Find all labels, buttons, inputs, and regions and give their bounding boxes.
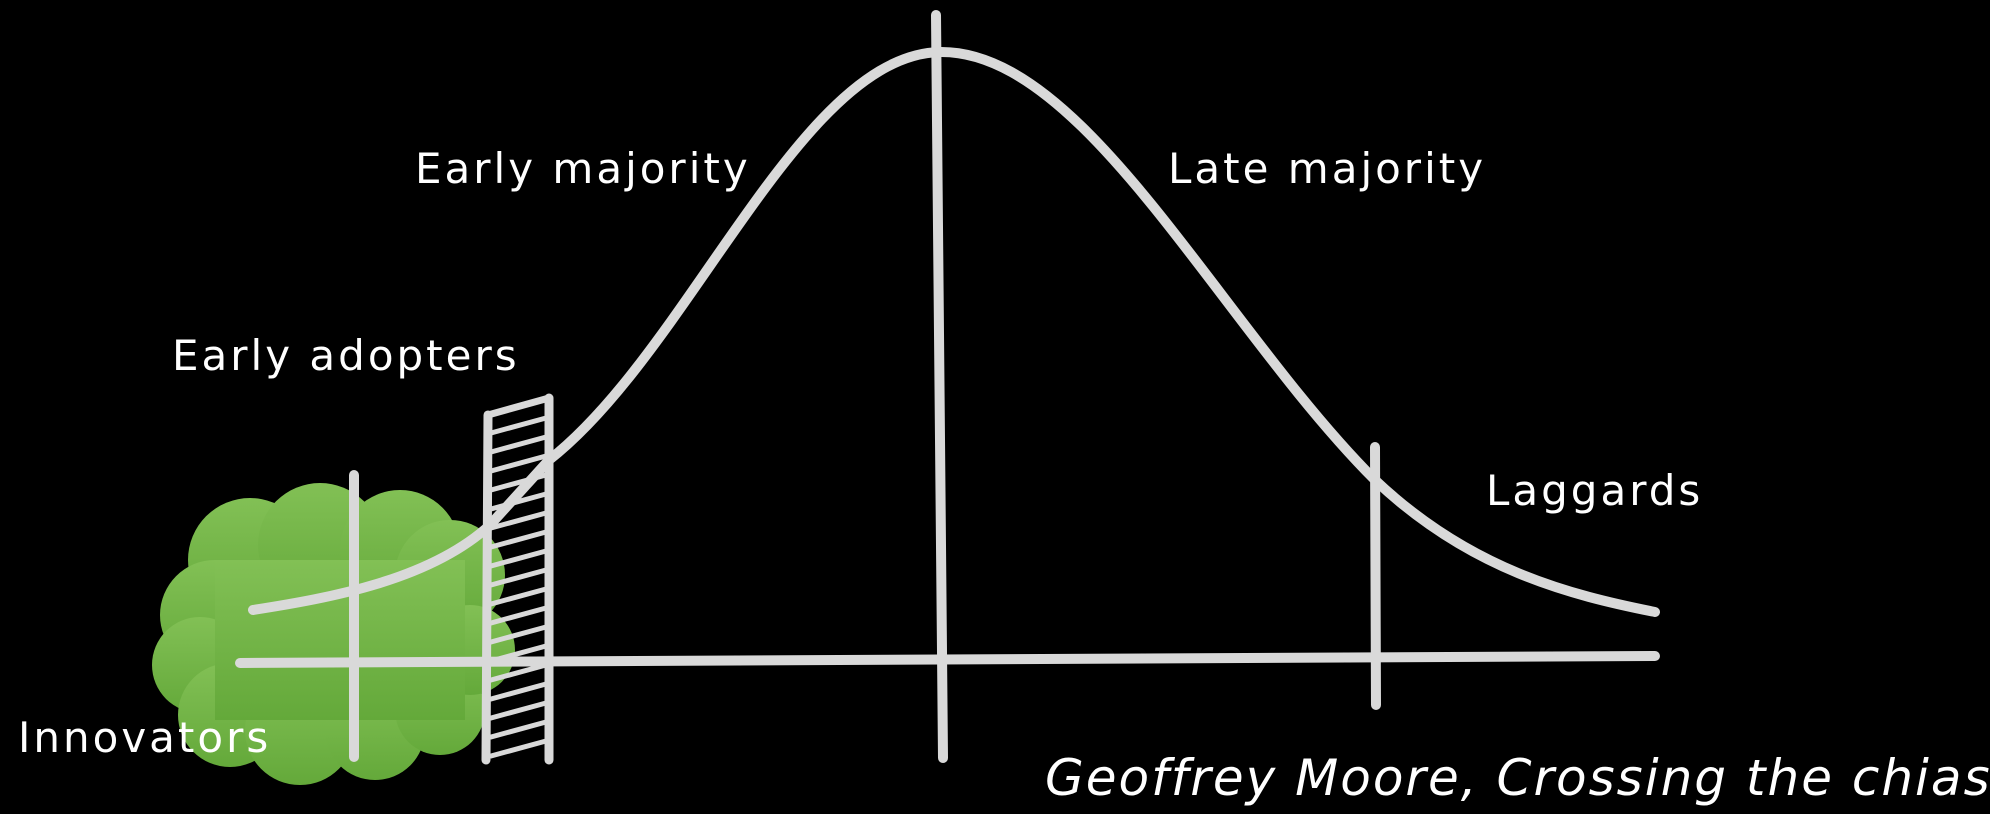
chasm-hatch-line xyxy=(488,529,549,550)
chasm-top-edge xyxy=(484,394,553,419)
chasm-hatch-line xyxy=(488,453,549,474)
chasm-hatch-line xyxy=(488,586,549,607)
chasm-hatch-line xyxy=(488,567,549,588)
divider-late-majority xyxy=(1370,442,1381,710)
early-adopters-label: Early adopters xyxy=(172,331,520,380)
chasm-hatch-line xyxy=(488,662,549,683)
laggards-label: Laggards xyxy=(1486,466,1703,515)
chasm-hatch-line xyxy=(488,510,549,531)
chasm-hatch-line xyxy=(488,605,549,626)
chasm-hatch-lines xyxy=(488,415,549,759)
chasm-hatch-line xyxy=(488,434,549,455)
credit-caption: Geoffrey Moore, Crossing the chiasm xyxy=(1045,749,1990,807)
chasm-hatch-line xyxy=(488,624,549,645)
chasm-left-edge xyxy=(481,410,493,765)
chasm-hatch-line xyxy=(488,415,549,436)
chasm-hatch-line xyxy=(488,738,549,759)
chasm-hatch-line xyxy=(488,681,549,702)
early-majority-label: Early majority xyxy=(415,144,751,193)
late-majority-label: Late majority xyxy=(1168,144,1486,193)
divider-center xyxy=(931,10,948,763)
chasm-hatch-line xyxy=(488,548,549,569)
chasm-hatching xyxy=(481,393,554,765)
innovators-label: Innovators xyxy=(18,713,271,762)
chasm-hatch-line xyxy=(488,700,549,721)
chasm-hatch-line xyxy=(488,719,549,740)
baseline-axis xyxy=(235,651,1660,668)
